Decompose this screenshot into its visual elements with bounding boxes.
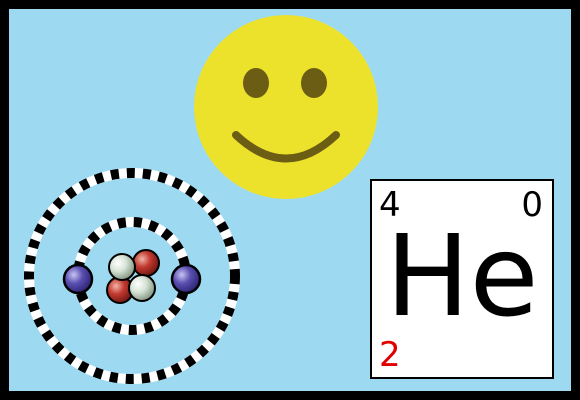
mass-number: 4 [379, 185, 401, 225]
atomic-number: 2 [379, 335, 401, 375]
proton-top [132, 249, 160, 277]
neutron-bottom [128, 274, 156, 302]
electron-left [62, 263, 94, 295]
electron-right [170, 263, 202, 295]
smiley-mouth [232, 131, 340, 163]
neutron-top [108, 253, 136, 281]
helium-atom-bohr-model-icon [24, 168, 240, 384]
charge: 0 [521, 185, 543, 225]
smiley-face-disc [194, 15, 378, 199]
smiley-left-eye [243, 68, 269, 98]
element-symbol: He [385, 212, 539, 342]
nucleus [106, 249, 160, 304]
outer-shell-ring-dashes [24, 168, 240, 384]
smiley-right-eye [301, 68, 327, 98]
smiley-face-icon [194, 15, 378, 199]
element-card: 4 0 He 2 [370, 179, 554, 379]
